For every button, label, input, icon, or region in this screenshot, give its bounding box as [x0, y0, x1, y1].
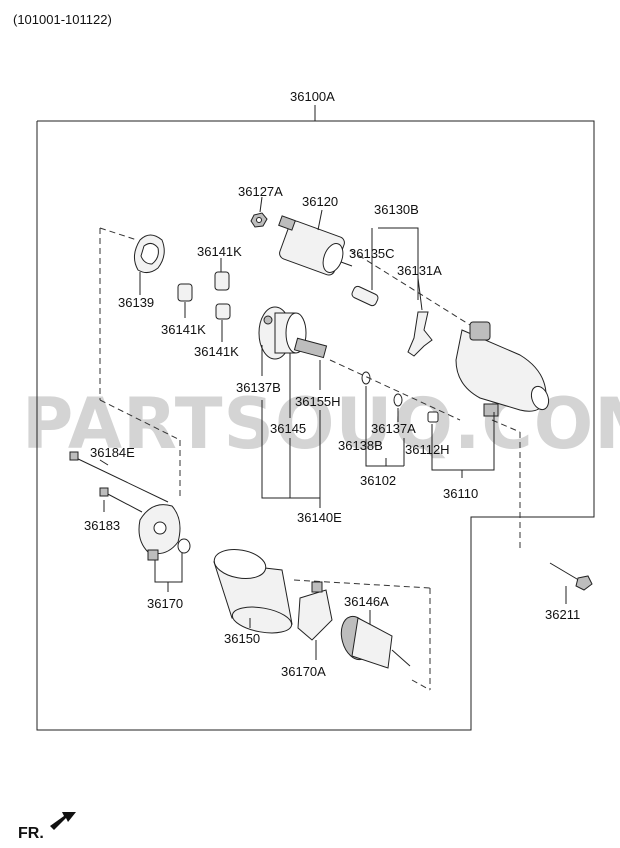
roller-36141K-c-part: [215, 303, 231, 320]
bolt-36184E-part: [69, 451, 169, 503]
callout-36141K-b[interactable]: 36141K: [161, 322, 206, 337]
callout-36170A[interactable]: 36170A: [281, 664, 326, 679]
callout-36141K-a[interactable]: 36141K: [197, 244, 242, 259]
bushing-36112H-part: [427, 411, 439, 423]
armature-part: [340, 615, 411, 669]
serial-range-header: (101001-101122): [13, 12, 112, 27]
callout-36112H[interactable]: 36112H: [405, 442, 450, 457]
callout-36120[interactable]: 36120: [302, 194, 338, 209]
callout-36138B[interactable]: 36138B: [338, 438, 383, 453]
roller-36141K-a-part: [214, 271, 230, 291]
bushing-36170-part: [177, 538, 191, 554]
callout-36137A[interactable]: 36137A: [371, 421, 416, 436]
callout-36170[interactable]: 36170: [147, 596, 183, 611]
gear-housing-part: [258, 306, 328, 360]
guide-lines: [99, 227, 521, 691]
rear-bracket-part: [138, 504, 181, 561]
clip-36137A-part: [393, 393, 403, 407]
callout-36211[interactable]: 36211: [545, 607, 580, 622]
callout-36139[interactable]: 36139: [118, 295, 154, 310]
callout-36102[interactable]: 36102: [360, 473, 396, 488]
yoke-part: [213, 548, 293, 634]
bolt-36211-part: [549, 562, 593, 591]
callout-36131A[interactable]: 36131A: [397, 263, 442, 278]
leader-lines: [99, 196, 567, 660]
callout-36155H[interactable]: 36155H: [295, 394, 341, 409]
bolt-36183-part: [99, 487, 143, 513]
callout-36110[interactable]: 36110: [443, 486, 478, 501]
callout-36150[interactable]: 36150: [224, 631, 260, 646]
callout-36140E[interactable]: 36140E: [297, 510, 342, 525]
lever-36131A-part: [407, 311, 433, 357]
callout-36100A[interactable]: 36100A: [290, 89, 335, 104]
assembly-outline: [36, 105, 595, 731]
cover-36139-part: [134, 234, 165, 274]
callout-36184E[interactable]: 36184E: [90, 445, 135, 460]
brush-holder-part: [297, 581, 333, 641]
plunger-36135C-part: [351, 285, 379, 307]
callout-36135C[interactable]: 36135C: [349, 246, 395, 261]
roller-36141K-b-part: [177, 283, 193, 302]
starter-housing-part: [455, 321, 550, 417]
direction-label: FR.: [18, 825, 44, 842]
callout-36146A[interactable]: 36146A: [344, 594, 389, 609]
nut-36127A-part: [250, 212, 268, 228]
front-arrow-icon: [50, 812, 76, 830]
callout-36141K-c[interactable]: 36141K: [194, 344, 239, 359]
callout-36145[interactable]: 36145: [270, 421, 306, 436]
solenoid-part: [278, 215, 353, 276]
callout-36183[interactable]: 36183: [84, 518, 120, 533]
callout-36130B[interactable]: 36130B: [374, 202, 419, 217]
callout-36137B[interactable]: 36137B: [236, 380, 281, 395]
callout-36127A[interactable]: 36127A: [238, 184, 283, 199]
